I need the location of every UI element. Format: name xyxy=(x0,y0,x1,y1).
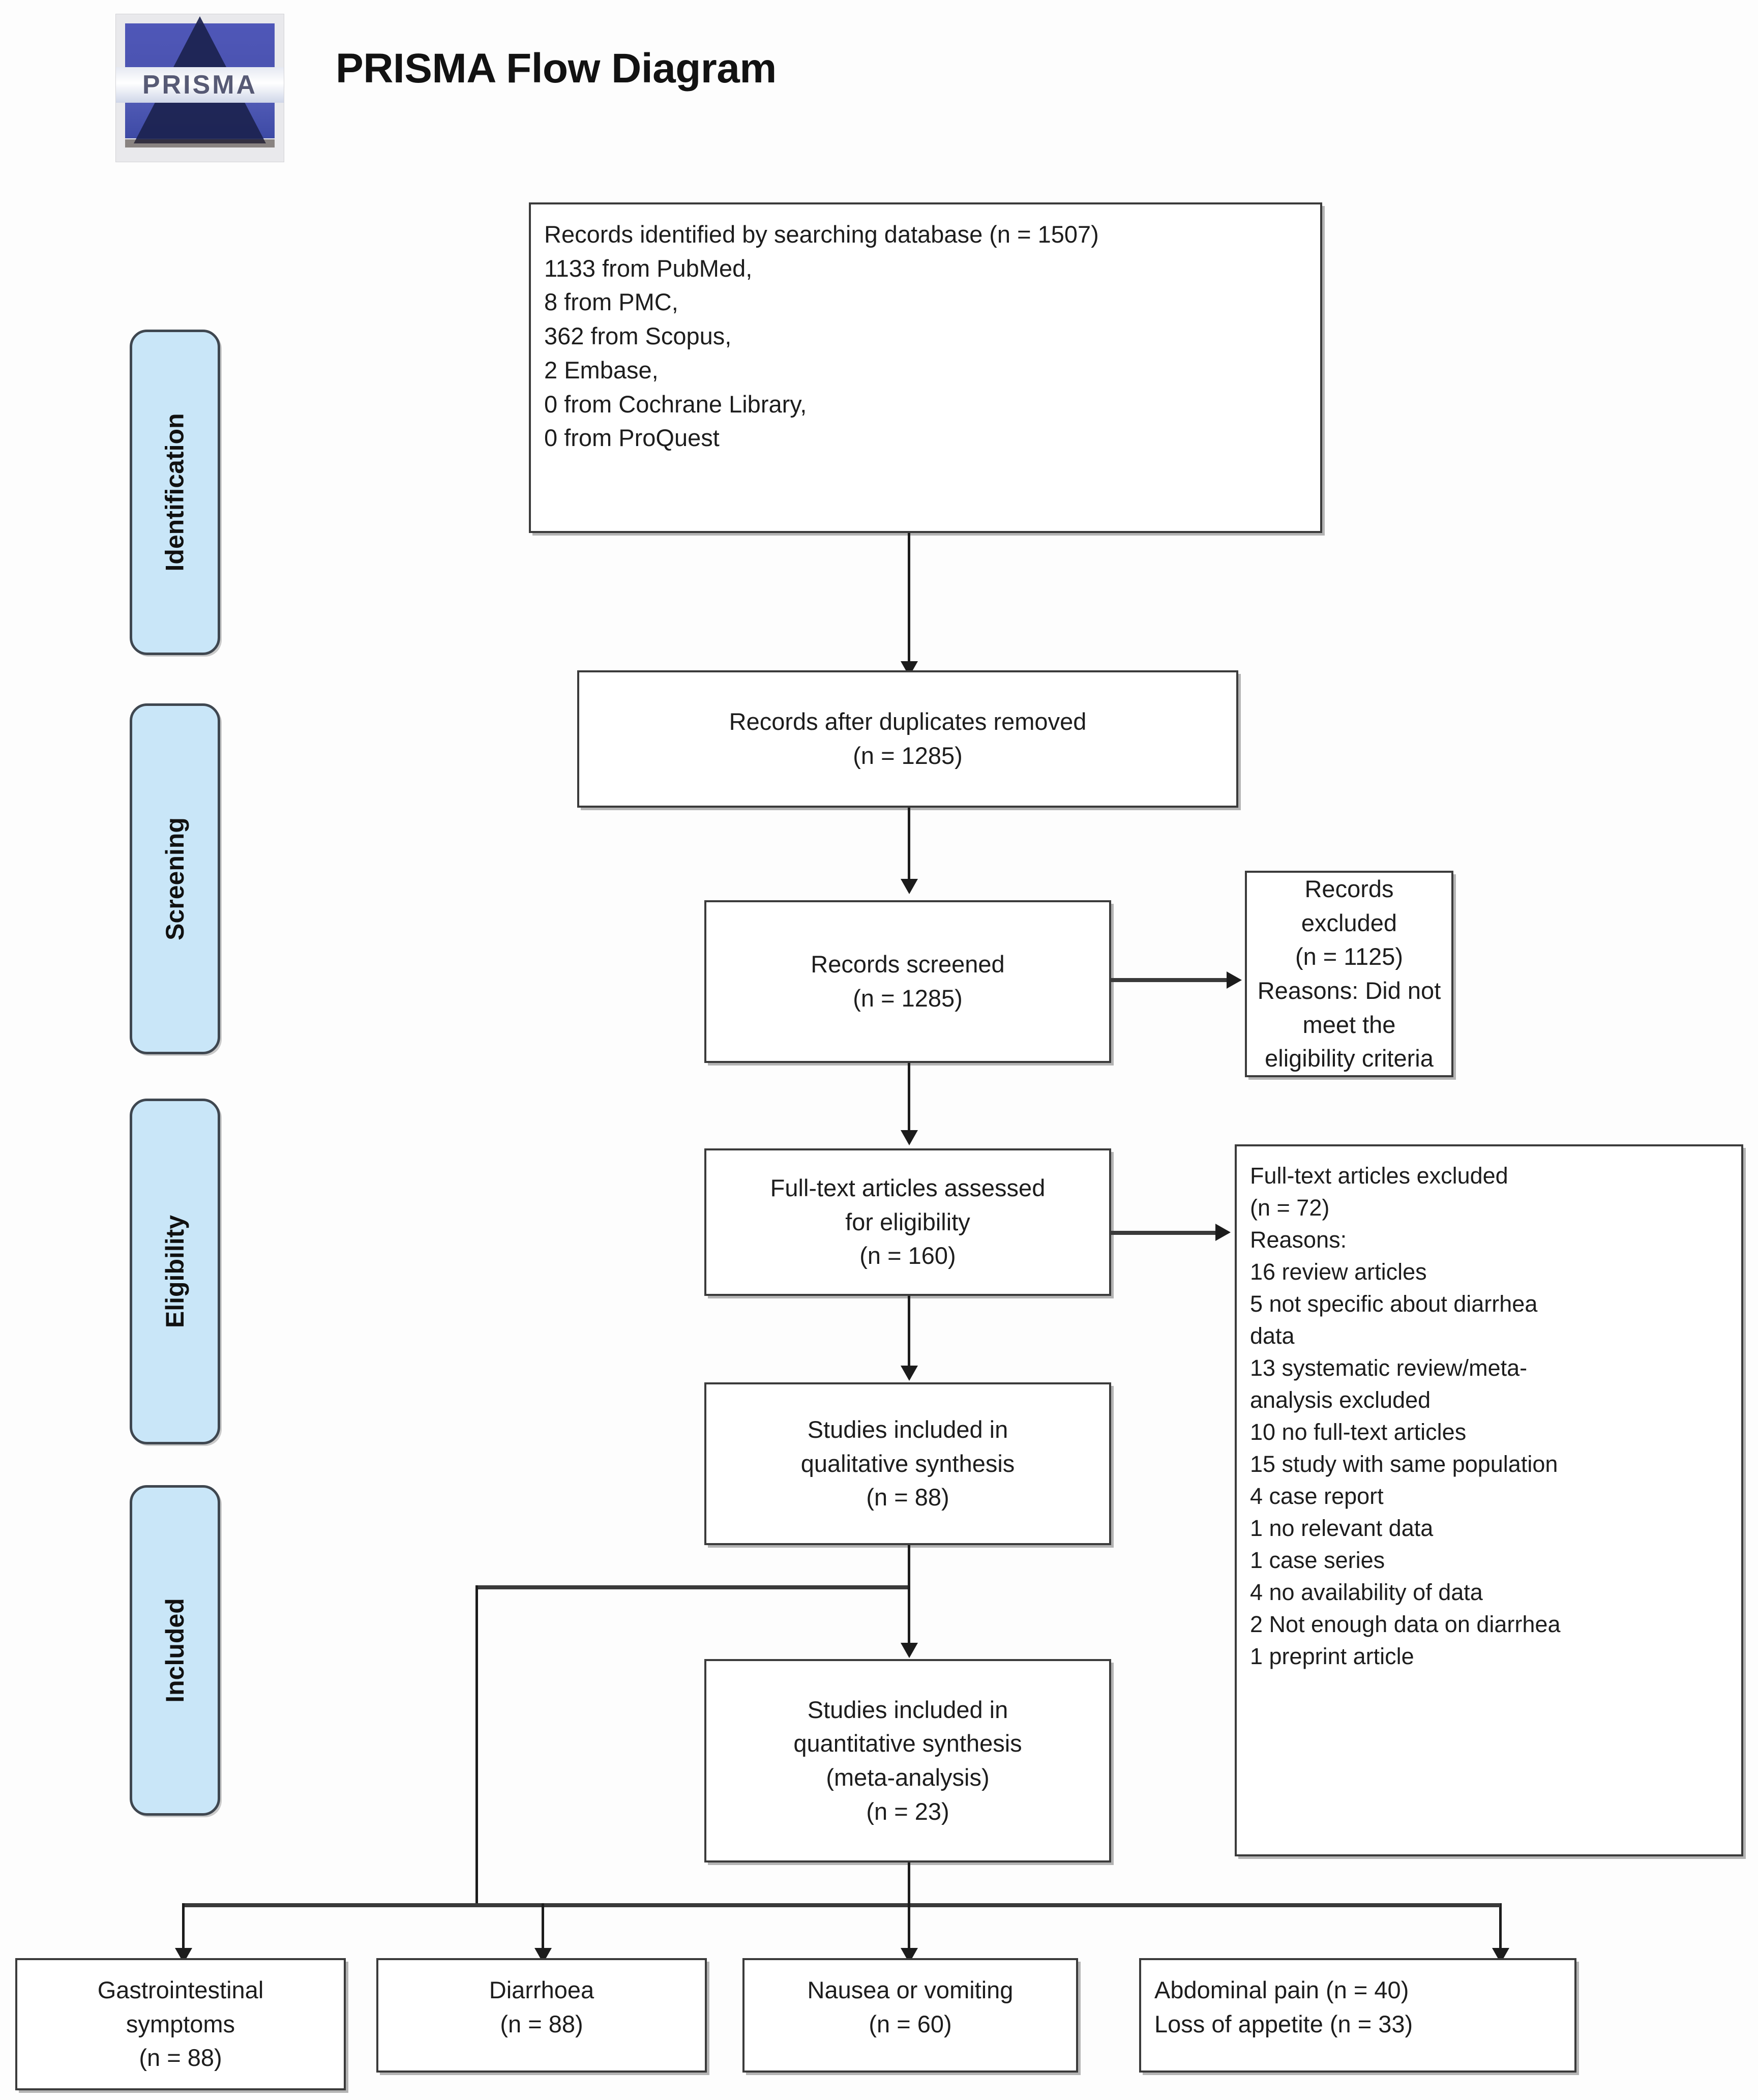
box-fulltext-assessed-text: Full-text articles assessed for eligibil… xyxy=(770,1174,1046,1269)
box-records-screened-text: Records screened (n = 1285) xyxy=(811,951,1005,1012)
connector-screened-to-excluded xyxy=(1111,978,1231,982)
connector-identified-to-duplicates xyxy=(908,533,910,671)
connector-drop-abdominal xyxy=(1499,1903,1502,1959)
logo-wordmark: PRISMA xyxy=(142,70,258,100)
connector-drop-diarrhoea xyxy=(542,1903,544,1959)
prisma-logo-icon: PRISMA xyxy=(116,14,284,162)
box-records-identified-text: Records identified by searching database… xyxy=(544,221,1099,452)
box-outcome-abdominal-text: Abdominal pain (n = 40) Loss of appetite… xyxy=(1154,1976,1413,2037)
arrowhead-to-qualitative xyxy=(901,1366,918,1381)
box-qualitative-synthesis-text: Studies included in qualitative synthesi… xyxy=(800,1415,1015,1511)
page-header: PRISMA PRISMA Flow Diagram xyxy=(0,0,1758,168)
connector-quantitative-down xyxy=(908,1862,910,1906)
box-records-after-duplicates: Records after duplicates removed (n = 12… xyxy=(577,670,1238,808)
arrowhead-to-screened xyxy=(901,879,918,894)
box-outcome-diarrhoea-text: Diarrhoea (n = 88) xyxy=(489,1976,594,2037)
connector-outcome-bus xyxy=(182,1903,1502,1907)
connector-drop-gi xyxy=(182,1903,185,1959)
connector-abdominal-bridge xyxy=(1236,1903,1500,1907)
arrowhead-to-fulltext-excluded xyxy=(1215,1224,1231,1241)
connector-qualitative-to-quantitative xyxy=(908,1545,910,1654)
box-quantitative-synthesis: Studies included in quantitative synthes… xyxy=(704,1659,1111,1862)
connector-drop-nausea xyxy=(908,1903,910,1959)
box-outcome-abdominal: Abdominal pain (n = 40) Loss of appetite… xyxy=(1139,1958,1576,2073)
box-outcome-diarrhoea: Diarrhoea (n = 88) xyxy=(376,1958,707,2073)
box-quantitative-synthesis-text: Studies included in quantitative synthes… xyxy=(793,1696,1022,1825)
connector-fulltext-to-qualitative xyxy=(908,1296,910,1377)
connector-fulltext-to-excluded xyxy=(1111,1231,1218,1235)
stage-label-included: Included xyxy=(130,1485,220,1816)
connector-duplicates-to-screened xyxy=(908,808,910,889)
box-fulltext-excluded: Full-text articles excluded (n = 72) Rea… xyxy=(1235,1144,1743,1856)
stage-label-included-text: Included xyxy=(161,1598,190,1703)
box-fulltext-excluded-text: Full-text articles excluded (n = 72) Rea… xyxy=(1250,1163,1561,1669)
box-outcome-nausea-text: Nausea or vomiting (n = 60) xyxy=(807,1976,1014,2037)
connector-screened-to-fulltext xyxy=(908,1063,910,1142)
box-qualitative-synthesis: Studies included in qualitative synthesi… xyxy=(704,1382,1111,1545)
box-outcome-gastrointestinal-text: Gastrointestinal symptoms (n = 88) xyxy=(97,1976,264,2072)
stage-label-screening-text: Screening xyxy=(161,817,189,940)
box-outcome-nausea: Nausea or vomiting (n = 60) xyxy=(742,1958,1078,2073)
stage-label-eligibility-text: Eligibility xyxy=(161,1215,189,1328)
stage-label-identification-text: Identification xyxy=(161,413,190,572)
logo-base-shadow xyxy=(125,139,275,147)
arrowhead-to-fulltext-assessed xyxy=(901,1130,918,1145)
connector-qualitative-branch-left xyxy=(475,1585,910,1589)
stage-label-screening: Screening xyxy=(130,703,220,1054)
arrowhead-to-quantitative xyxy=(901,1643,918,1658)
connector-qualitative-left-drop xyxy=(475,1585,478,1906)
page-title: PRISMA Flow Diagram xyxy=(336,45,777,92)
box-fulltext-assessed: Full-text articles assessed for eligibil… xyxy=(704,1148,1111,1296)
box-records-identified: Records identified by searching database… xyxy=(529,202,1322,533)
box-records-after-duplicates-text: Records after duplicates removed (n = 12… xyxy=(729,708,1087,769)
box-records-excluded-text: Records excluded (n = 1125) Reasons: Did… xyxy=(1257,875,1441,1072)
box-records-excluded: Records excluded (n = 1125) Reasons: Did… xyxy=(1245,871,1453,1077)
box-records-screened: Records screened (n = 1285) xyxy=(704,900,1111,1063)
stage-label-eligibility: Eligibility xyxy=(130,1099,220,1444)
arrowhead-to-records-excluded xyxy=(1227,971,1242,989)
logo-band xyxy=(116,67,284,103)
stage-label-identification: Identification xyxy=(130,330,220,655)
box-outcome-gastrointestinal: Gastrointestinal symptoms (n = 88) xyxy=(15,1958,346,2090)
